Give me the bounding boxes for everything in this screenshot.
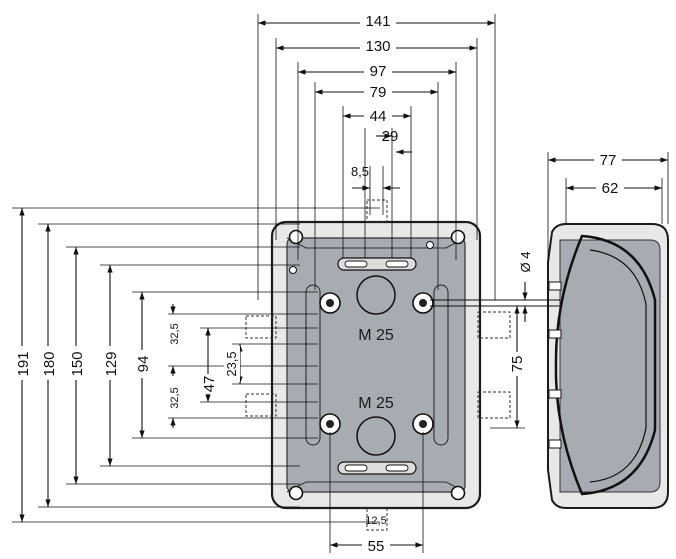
left-dimensions: 191 180 150 129 94 32,5 32,5: [12, 207, 380, 523]
dim-75: 75: [509, 356, 526, 373]
dim-150: 150: [69, 351, 86, 376]
dim-32-5-upper: 32,5: [169, 323, 181, 344]
corner-screw: [450, 485, 466, 501]
top-dimensions: 141 130 97 79 44 29 8,5: [257, 12, 496, 300]
dim-130: 130: [365, 38, 390, 55]
dim-dia-4: Ø 4: [518, 252, 533, 273]
dim-141: 141: [365, 13, 390, 30]
dim-62: 62: [602, 180, 619, 197]
right-dimensions: Ø 4 75: [490, 252, 533, 429]
cable-entry-upper: [356, 275, 396, 315]
dim-94: 94: [135, 356, 152, 373]
dim-47: 47: [201, 376, 218, 393]
front-view: M 25 M 25: [245, 199, 511, 531]
bottom-dimensions: 55 12,5: [329, 432, 424, 555]
side-view: [430, 223, 669, 509]
dim-23-5: 23,5: [224, 351, 239, 376]
corner-screw: [288, 485, 304, 501]
dim-29: 29: [382, 128, 399, 145]
dim-191: 191: [15, 351, 32, 376]
dim-180: 180: [41, 351, 58, 376]
dim-32-5-lower: 32,5: [169, 387, 181, 408]
dim-55: 55: [368, 538, 385, 555]
dim-97: 97: [370, 63, 387, 80]
corner-screw: [450, 229, 466, 245]
side-dimensions: 77 62: [547, 150, 669, 262]
dim-12-5: 12,5: [365, 515, 386, 527]
cable-entry-lower: [356, 416, 396, 456]
entry-label-lower: M 25: [358, 395, 394, 412]
dim-77: 77: [600, 152, 617, 169]
dim-129: 129: [103, 351, 120, 376]
entry-label-upper: M 25: [358, 327, 394, 344]
dim-44: 44: [370, 108, 387, 125]
dim-79: 79: [370, 84, 387, 101]
corner-screw: [288, 229, 304, 245]
dim-8-5: 8,5: [351, 164, 369, 179]
